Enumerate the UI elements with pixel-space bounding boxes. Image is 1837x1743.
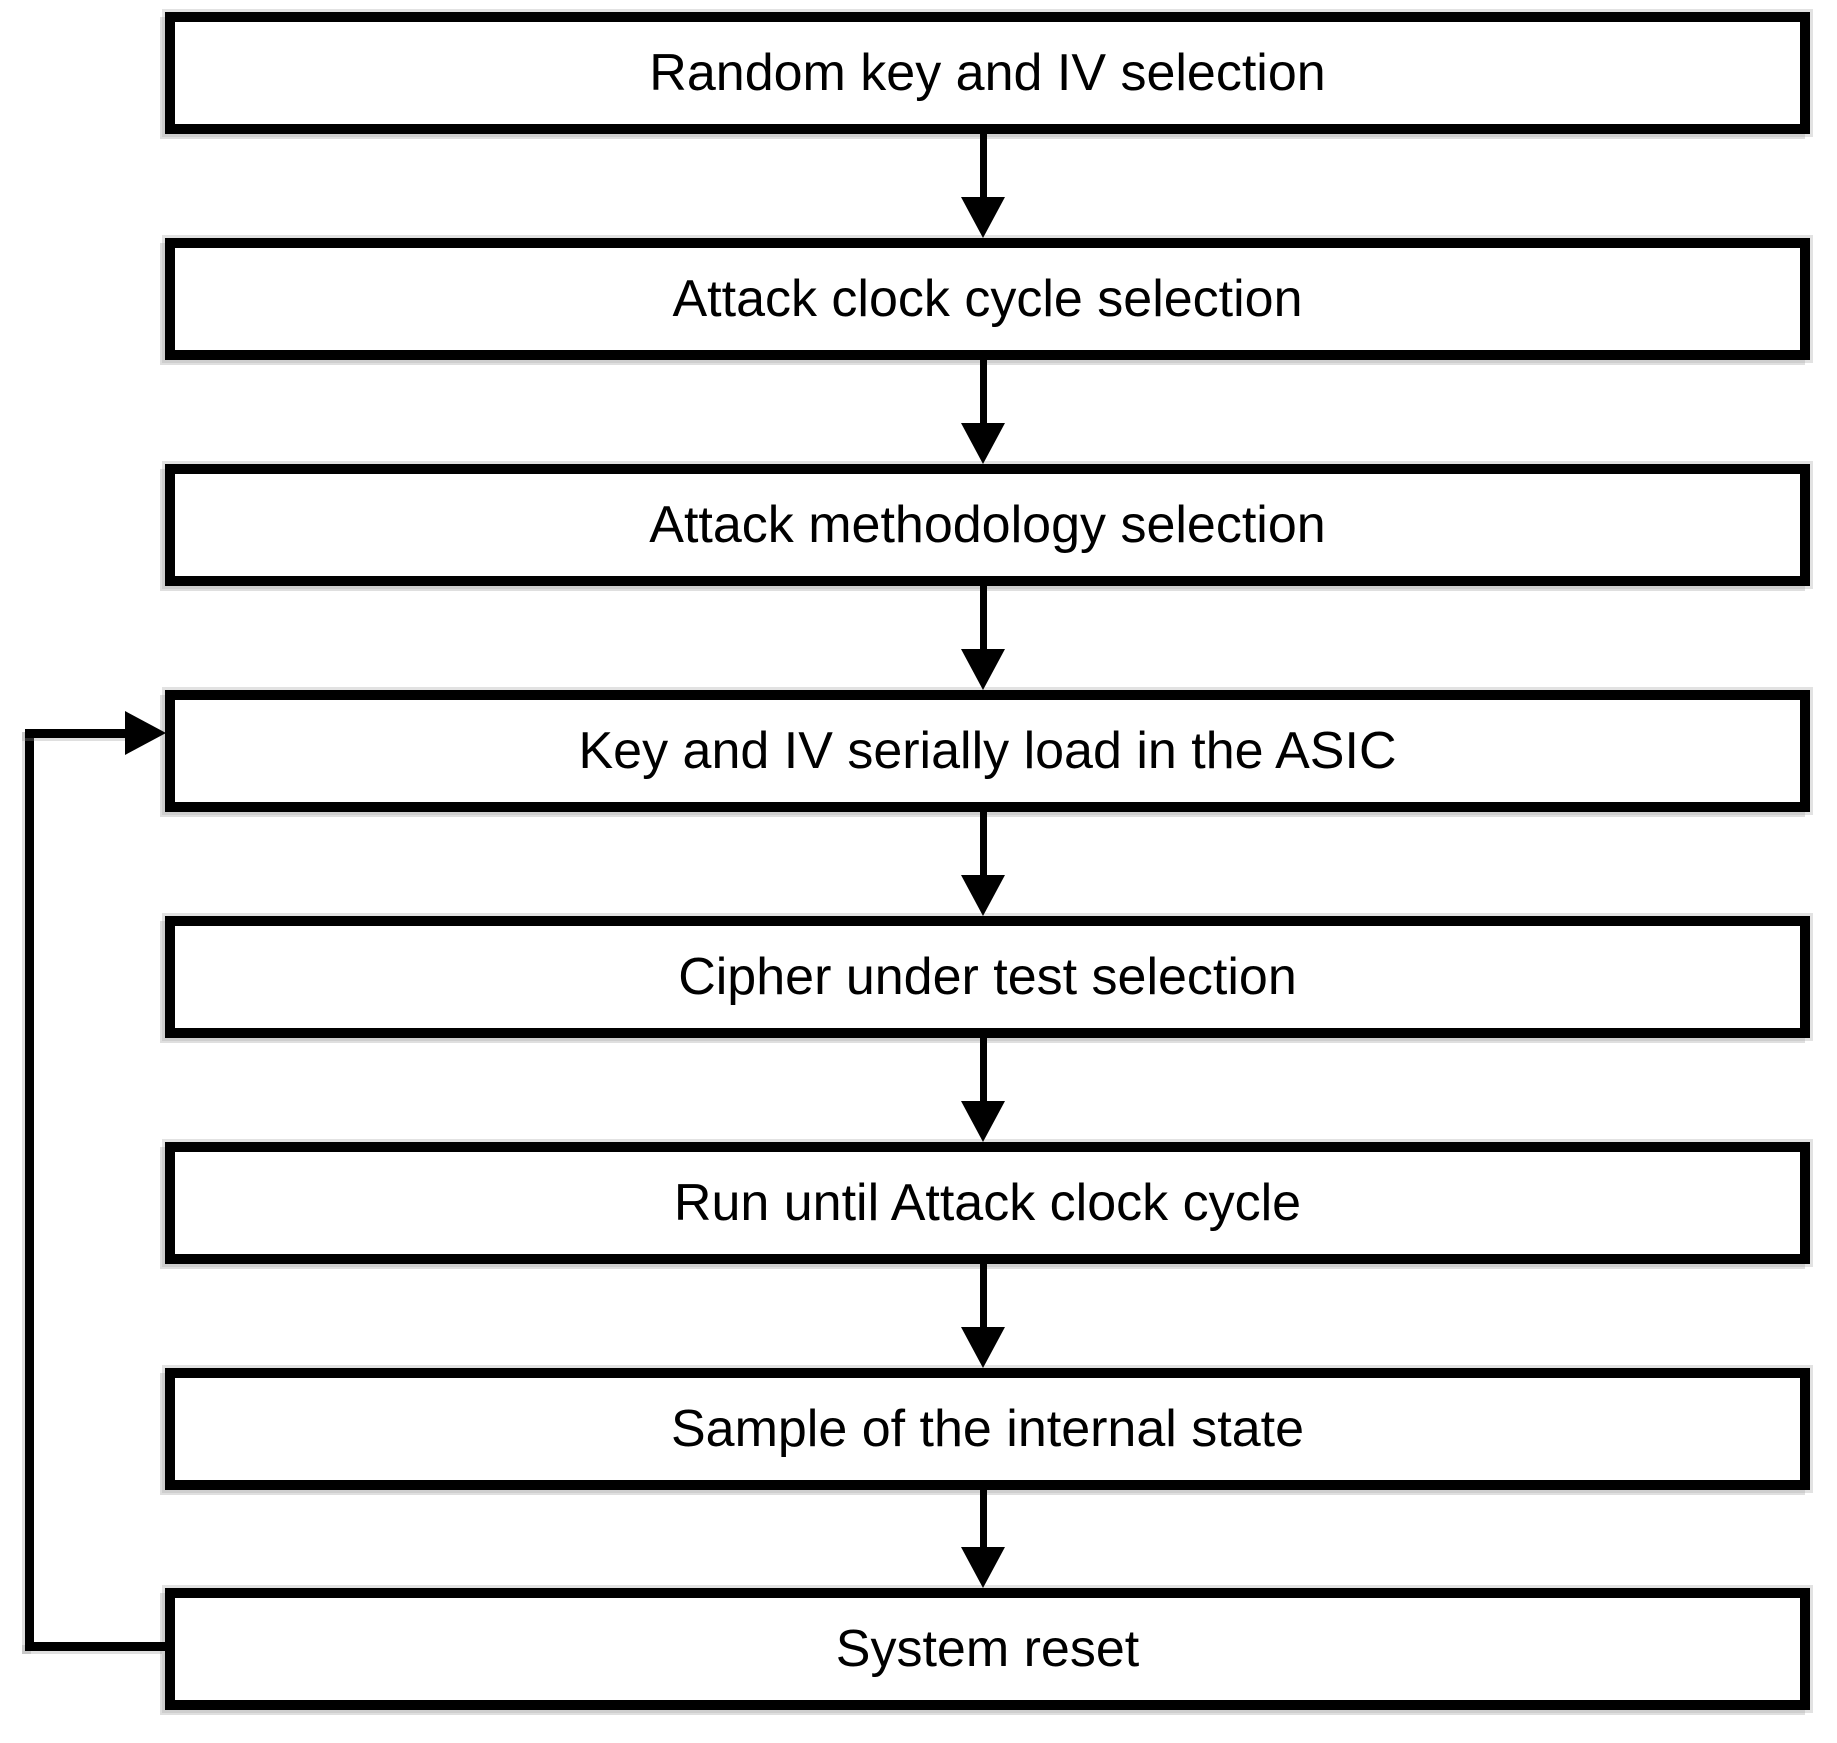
node-sample-internal-state: Sample of the internal state xyxy=(165,1368,1810,1490)
arrow-down-icon xyxy=(961,1101,1005,1142)
node-label: Attack clock cycle selection xyxy=(672,270,1303,328)
node-run-until-attack-clock-cycle: Run until Attack clock cycle xyxy=(165,1142,1810,1264)
arrow-line xyxy=(980,1262,987,1330)
arrow-down-icon xyxy=(961,649,1005,690)
feedback-line-top xyxy=(25,729,129,738)
arrow-line xyxy=(980,810,987,878)
node-label: Attack methodology selection xyxy=(649,496,1326,554)
arrow-down-icon xyxy=(961,1547,1005,1588)
node-label: System reset xyxy=(835,1620,1140,1678)
arrow-line xyxy=(980,358,987,426)
node-random-key-iv-selection: Random key and IV selection xyxy=(165,12,1810,134)
node-cipher-under-test-selection: Cipher under test selection xyxy=(165,916,1810,1038)
arrow-line xyxy=(980,1488,987,1550)
arrow-down-icon xyxy=(961,423,1005,464)
feedback-line-vertical xyxy=(25,729,34,1651)
node-key-iv-serial-load: Key and IV serially load in the ASIC xyxy=(165,690,1810,812)
arrow-down-icon xyxy=(961,875,1005,916)
arrow-down-icon xyxy=(961,197,1005,238)
node-label: Cipher under test selection xyxy=(678,948,1297,1006)
feedback-line-bottom xyxy=(25,1642,165,1651)
node-system-reset: System reset xyxy=(165,1588,1810,1710)
arrow-down-icon xyxy=(961,1327,1005,1368)
arrow-line xyxy=(980,1036,987,1104)
arrow-line xyxy=(980,132,987,200)
node-label: Run until Attack clock cycle xyxy=(673,1174,1302,1232)
arrow-right-icon xyxy=(125,711,166,755)
node-label: Sample of the internal state xyxy=(670,1400,1305,1458)
arrow-line xyxy=(980,584,987,652)
node-attack-methodology-selection: Attack methodology selection xyxy=(165,464,1810,586)
node-label: Key and IV serially load in the ASIC xyxy=(578,722,1397,780)
node-label: Random key and IV selection xyxy=(649,44,1326,102)
node-attack-clock-cycle-selection: Attack clock cycle selection xyxy=(165,238,1810,360)
